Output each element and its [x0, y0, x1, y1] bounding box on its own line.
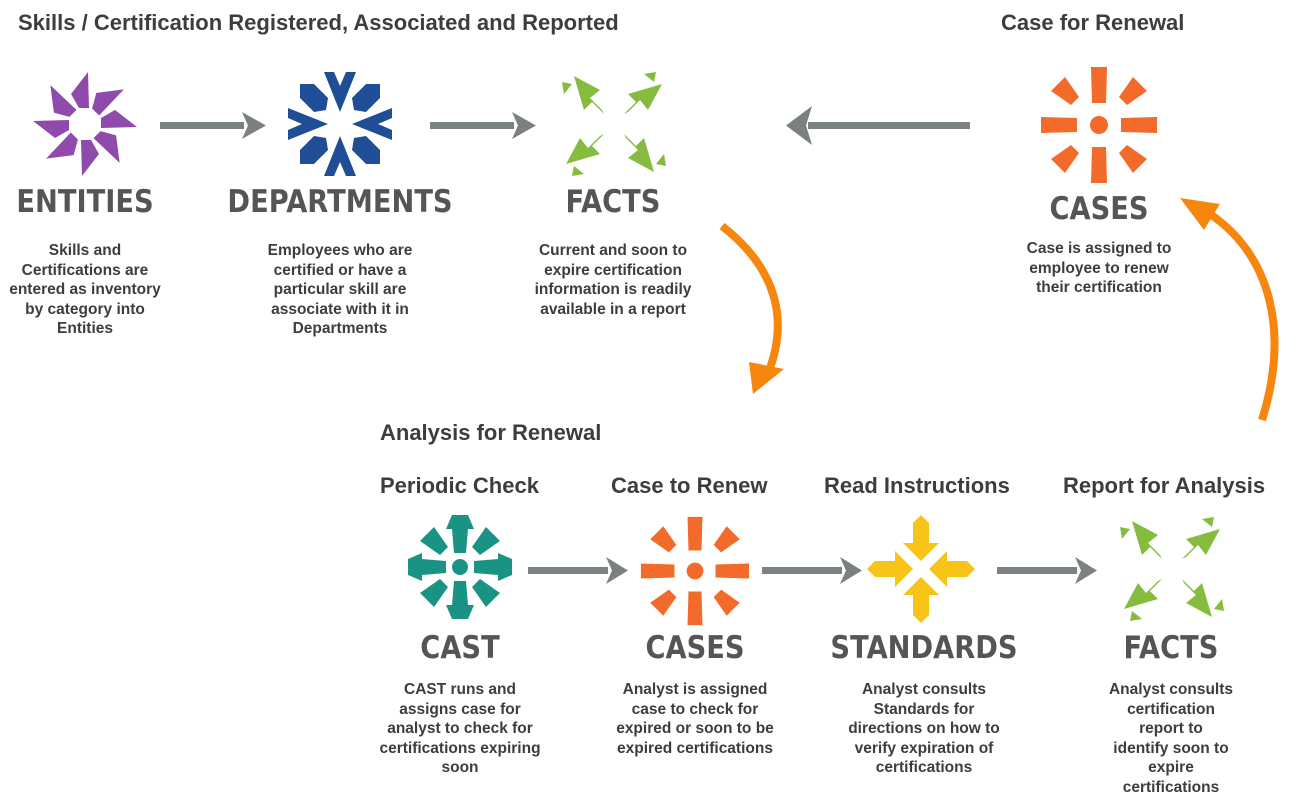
chevron-star-icon — [288, 72, 392, 176]
step-title-case-to-renew: Case to Renew — [611, 473, 768, 498]
node-desc-cases-bottom: Analyst is assigned case to check for ex… — [616, 681, 774, 757]
spark-star-icon — [408, 515, 512, 619]
node-desc-cast: CAST runs and assigns case for analyst t… — [379, 681, 541, 776]
node-desc-entities: Skills and Certifications are entered as… — [9, 242, 161, 337]
arrow-entities-to-departments — [160, 112, 266, 139]
node-desc-departments: Employees who are certified or have a pa… — [267, 242, 413, 337]
arrow-cast-to-cases — [528, 557, 628, 584]
node-label-cases-top: CASES — [1049, 191, 1149, 227]
step-title-read-instructions: Read Instructions — [824, 473, 1010, 498]
section-title-registered: Skills / Certification Registered, Assoc… — [18, 10, 619, 35]
node-label-cast: CAST — [420, 630, 500, 666]
step-title-periodic-check: Periodic Check — [380, 473, 539, 498]
step-title-report-for-analysis: Report for Analysis — [1063, 473, 1266, 498]
arrow-analysis-to-cases — [1180, 198, 1279, 422]
arrow-cases-to-standards — [762, 557, 862, 584]
node-desc-facts-top: Current and soon to expire certification… — [534, 242, 692, 318]
node-label-facts-bottom: FACTS — [1123, 630, 1219, 666]
node-label-departments: DEPARTMENTS — [227, 184, 453, 220]
sunburst-icon — [640, 516, 750, 626]
arrow-standards-to-facts — [997, 557, 1097, 584]
node-label-standards: STANDARDS — [830, 630, 1018, 666]
leaf-cross-icon — [562, 72, 666, 176]
section-title-analysis: Analysis for Renewal — [380, 420, 602, 445]
node-label-facts-top: FACTS — [565, 184, 661, 220]
arrow-cross-icon — [867, 515, 975, 623]
node-desc-cases-top: Case is assigned to employee to renew th… — [1026, 240, 1172, 296]
arrow-cases-to-facts — [786, 106, 970, 145]
node-label-cases-bottom: CASES — [645, 630, 745, 666]
sunburst-icon — [1041, 67, 1157, 183]
node-desc-standards: Analyst consults Standards for direction… — [848, 681, 1000, 776]
pinwheel-icon — [33, 72, 137, 176]
node-desc-facts-bottom: Analyst consults certification report to… — [1108, 681, 1234, 796]
section-title-case-renewal: Case for Renewal — [1001, 10, 1185, 35]
node-label-entities: ENTITIES — [16, 184, 154, 220]
arrow-facts-to-analysis — [719, 222, 784, 394]
arrow-departments-to-facts — [430, 112, 536, 139]
